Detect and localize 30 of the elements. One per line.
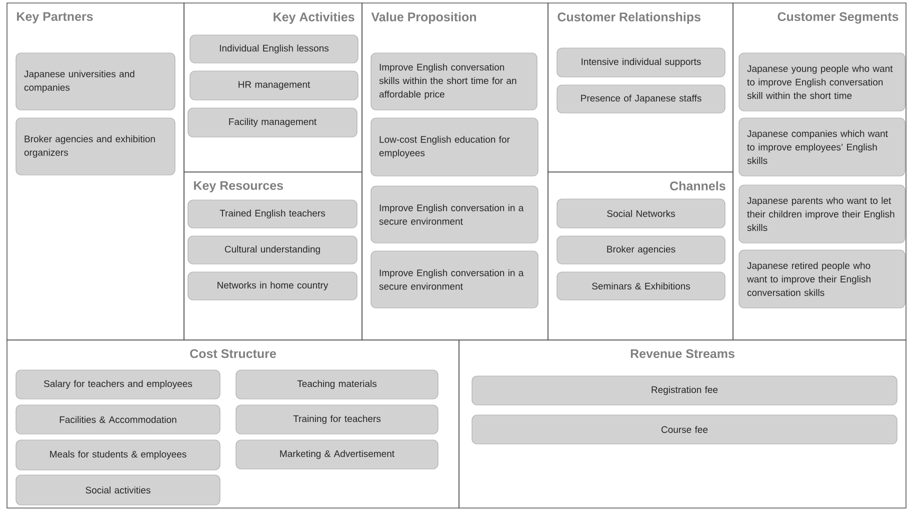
item-box: Meals for students & employees: [16, 440, 220, 470]
item-box: Improve English conversation in a secure environment: [370, 186, 538, 244]
item-box: Japanese young people who want to improve English conversation skill within the short time: [738, 52, 906, 112]
item-box: Teaching materials: [236, 370, 438, 400]
item-box: Facility management: [188, 108, 358, 138]
item-box: Presence of Japanese staffs: [556, 84, 726, 114]
item-box: Marketing & Advertisement: [236, 440, 438, 470]
item-box: Japanese universities and companies: [16, 52, 176, 110]
item-box: Improve English conversation in a secure environment: [370, 250, 538, 308]
item-box: Improve English conversation skills within the short time for an affordable price: [370, 52, 538, 110]
item-box: Networks in home country: [188, 272, 358, 300]
item-box: Cultural understanding: [188, 236, 358, 264]
item-box: Training for teachers: [236, 404, 438, 434]
item-box: HR management: [190, 70, 358, 100]
item-box: Individual English lessons: [190, 34, 358, 64]
item-box: Japanese parents who want to let their children improve their English skills: [738, 184, 906, 244]
item-box: Seminars & Exhibitions: [556, 272, 726, 300]
item-box: Trained English teachers: [188, 200, 358, 228]
item-box: Social Networks: [556, 198, 726, 228]
item-box: Japanese companies which want to improve employees’ English skills: [738, 118, 906, 176]
item-box: Social activities: [16, 474, 220, 506]
item-box: Broker agencies and exhibition organizers: [16, 118, 176, 176]
item-box: Broker agencies: [556, 236, 726, 264]
item-box: Intensive individual supports: [556, 48, 726, 78]
item-box: Facilities & Accommodation: [16, 404, 220, 434]
item-box: Japanese retired people who want to improve their English conversation skills: [738, 250, 906, 308]
item-box: Course fee: [472, 414, 898, 444]
item-box: Low-cost English education for employees: [370, 118, 538, 176]
item-box: Salary for teachers and employees: [16, 370, 220, 400]
item-box: Registration fee: [472, 376, 898, 406]
